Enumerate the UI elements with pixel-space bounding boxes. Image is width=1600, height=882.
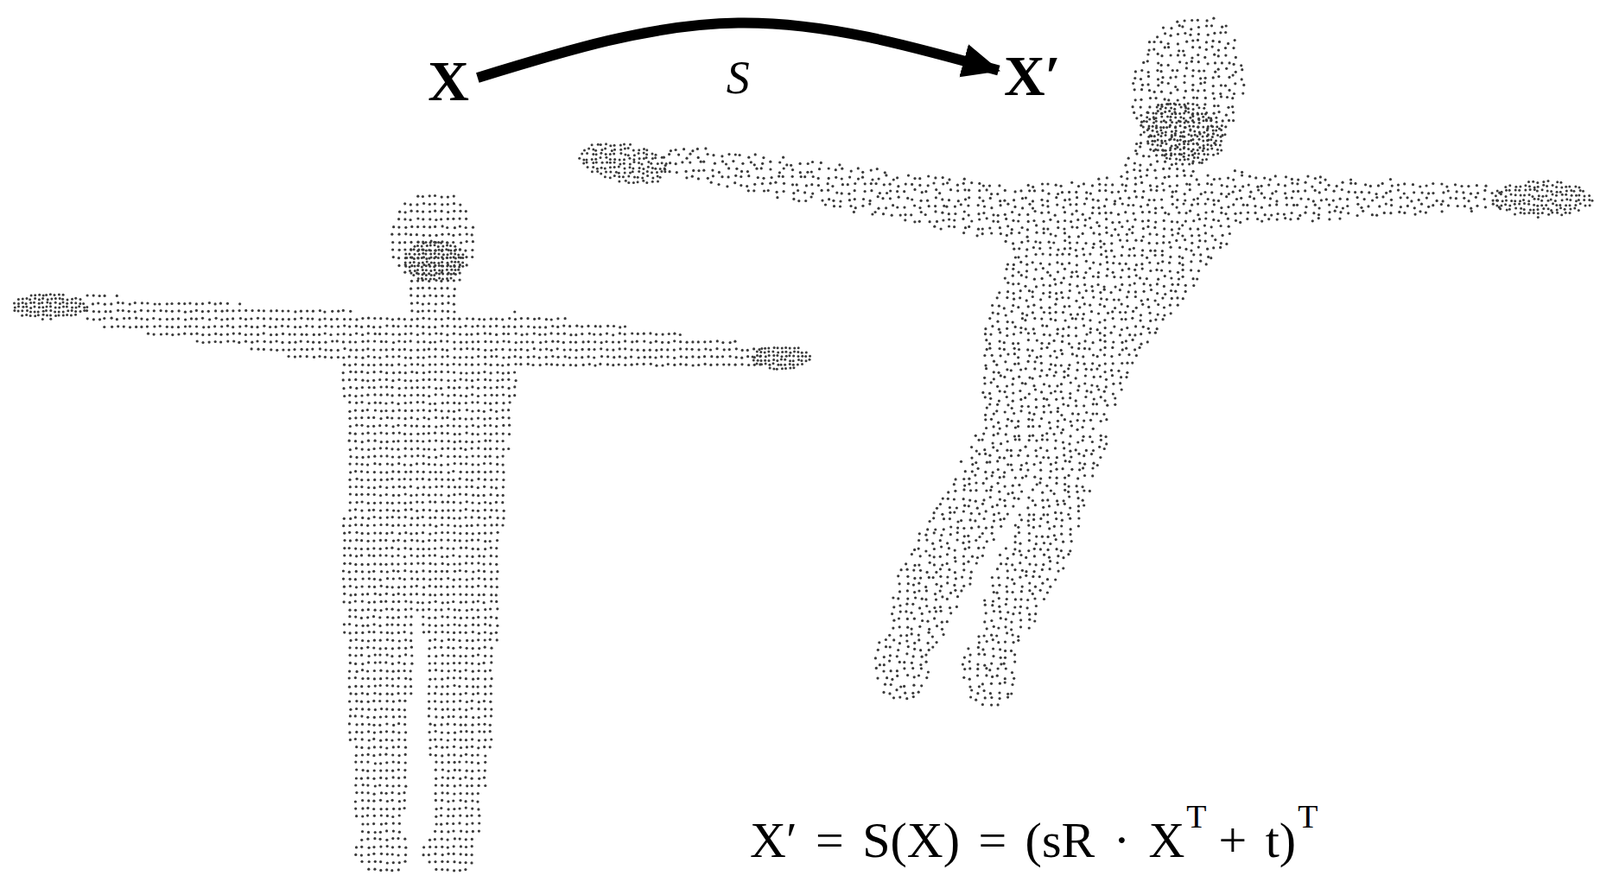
canvas: XX′ X′ = S(X) = (sR · XT+ t)T S	[0, 0, 1600, 882]
